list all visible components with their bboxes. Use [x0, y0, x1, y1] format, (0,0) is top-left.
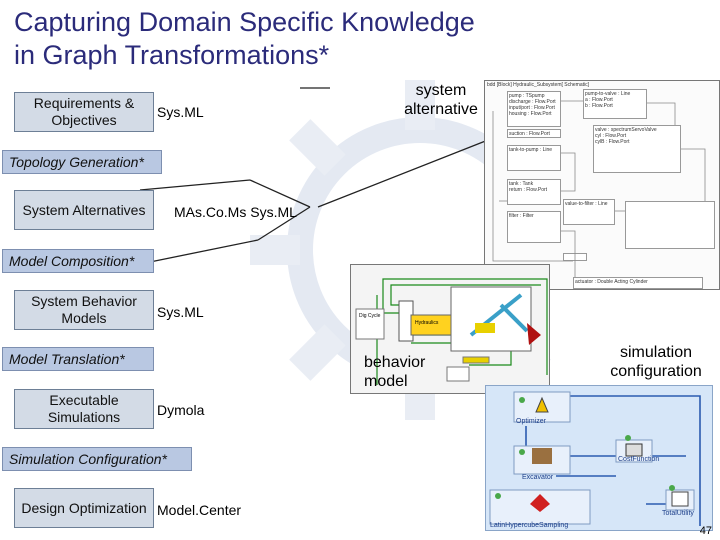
uml-block-line-2: [625, 201, 715, 249]
uml-block-filter: filter : Filter: [507, 211, 561, 243]
page-number: 47: [699, 525, 712, 537]
sysml-diagram-header: bdd [Block] Hydraulic_Subsystem[ Schemat…: [487, 82, 589, 88]
behavior-models-box: System Behavior Models: [14, 290, 154, 330]
node-excavator: Excavator: [522, 474, 554, 481]
node-optimizer: Optimizer: [516, 418, 546, 425]
simulation-configuration-banner: Simulation Configuration*: [2, 447, 192, 471]
model-translation-banner: Model Translation*: [2, 347, 154, 371]
requirements-box: Requirements & Objectives: [14, 92, 154, 132]
optimization-language: Model.Center: [157, 502, 242, 518]
simulations-box: Executable Simulations: [14, 389, 154, 429]
modelcenter-screenshot: Optimizer CostFunction Excavator LatinHy…: [485, 385, 713, 531]
uml-block-actuator: actuator : Double Acting Cylinder: [573, 277, 703, 289]
modelica-block-hydraulics: Hydraulics: [415, 320, 439, 326]
uml-connectors: [492, 100, 706, 277]
node-cost-function: CostFunction: [618, 456, 660, 463]
title-line-1: Capturing Domain Specific Knowledge: [14, 7, 475, 37]
behavior-model-screenshot: Dig Cycle Hydraulics: [350, 264, 550, 394]
model-composition-banner: Model Composition*: [2, 249, 154, 273]
title-line-2: in Graph Transformations*: [14, 40, 330, 70]
behavior-language: Sys.ML: [157, 304, 204, 320]
simulation-configuration-label: simulation configuration: [610, 344, 702, 380]
uml-block-tank-to-pump: tank-to-pump : Line: [507, 145, 561, 171]
uml-block-value-to-filter: value-to-filter : Line: [563, 199, 615, 225]
slide-title: Capturing Domain Specific Knowledge in G…: [14, 6, 475, 72]
modelcenter-workflow: [489, 391, 701, 526]
uml-block-suction: suction : Flow.Port: [507, 129, 561, 138]
alternatives-languages: MAs.Co.Ms Sys.ML: [174, 204, 297, 220]
alternatives-box: System Alternatives: [14, 190, 154, 230]
topology-generation-banner: Topology Generation*: [2, 150, 162, 174]
optimization-box: Design Optimization: [14, 488, 154, 528]
behavior-model-label: behavior model: [364, 354, 426, 390]
system-alternative-label: system alternative: [404, 82, 478, 118]
sysml-diagram-screenshot: bdd [Block] Hydraulic_Subsystem[ Schemat…: [484, 80, 720, 290]
node-total-utility: TotalUtility: [662, 510, 694, 517]
modelica-block-dig-cycle: Dig Cycle: [359, 313, 381, 319]
simulations-language: Dymola: [157, 402, 205, 418]
requirements-language: Sys.ML: [157, 104, 204, 120]
modelica-diagram: [355, 278, 548, 385]
node-latin-hypercube-sampling: LatinHypercubeSampling: [490, 522, 569, 529]
